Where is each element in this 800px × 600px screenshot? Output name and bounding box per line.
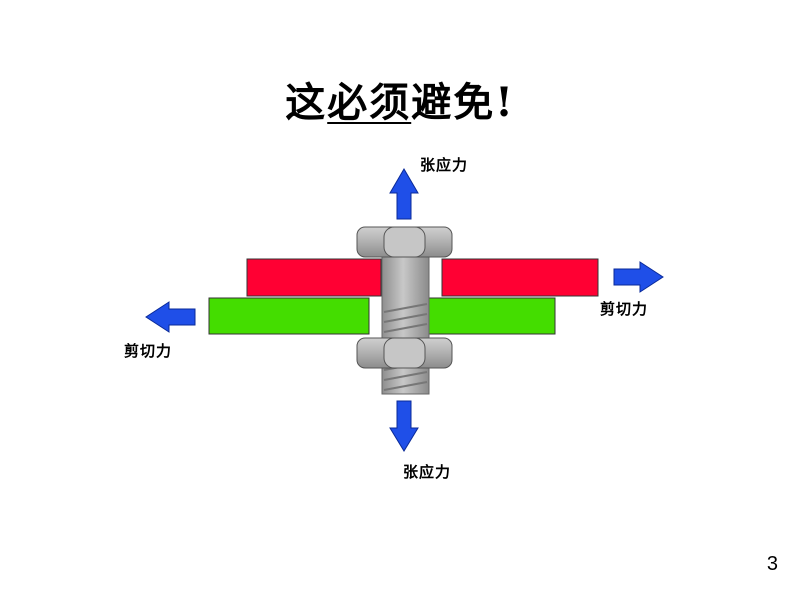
label-shear-right: 剪切力: [600, 300, 649, 318]
title-underlined: 必须: [327, 79, 412, 126]
bottom-plate-right: [428, 297, 556, 335]
label-shear-left: 剪切力: [124, 342, 173, 360]
arrow-right-icon: [613, 261, 664, 293]
page-number: 3: [766, 553, 778, 575]
top-nut: [356, 226, 453, 258]
top-plate-right: [441, 258, 599, 297]
slide-title: 这必须避免!: [0, 70, 800, 128]
label-tension-bottom: 张应力: [403, 463, 452, 481]
arrow-left-icon: [145, 301, 196, 333]
title-part2: 避免: [411, 79, 496, 126]
bolt-shank: [381, 251, 430, 395]
title-exclaim: !: [495, 79, 515, 126]
arrow-up-icon: [389, 168, 419, 220]
bottom-plate-left: [208, 297, 370, 335]
bottom-nut: [356, 337, 453, 369]
arrow-down-icon: [389, 400, 419, 452]
label-tension-top: 张应力: [420, 156, 469, 174]
title-part1: 这: [285, 79, 328, 126]
top-plate-left: [246, 258, 382, 297]
